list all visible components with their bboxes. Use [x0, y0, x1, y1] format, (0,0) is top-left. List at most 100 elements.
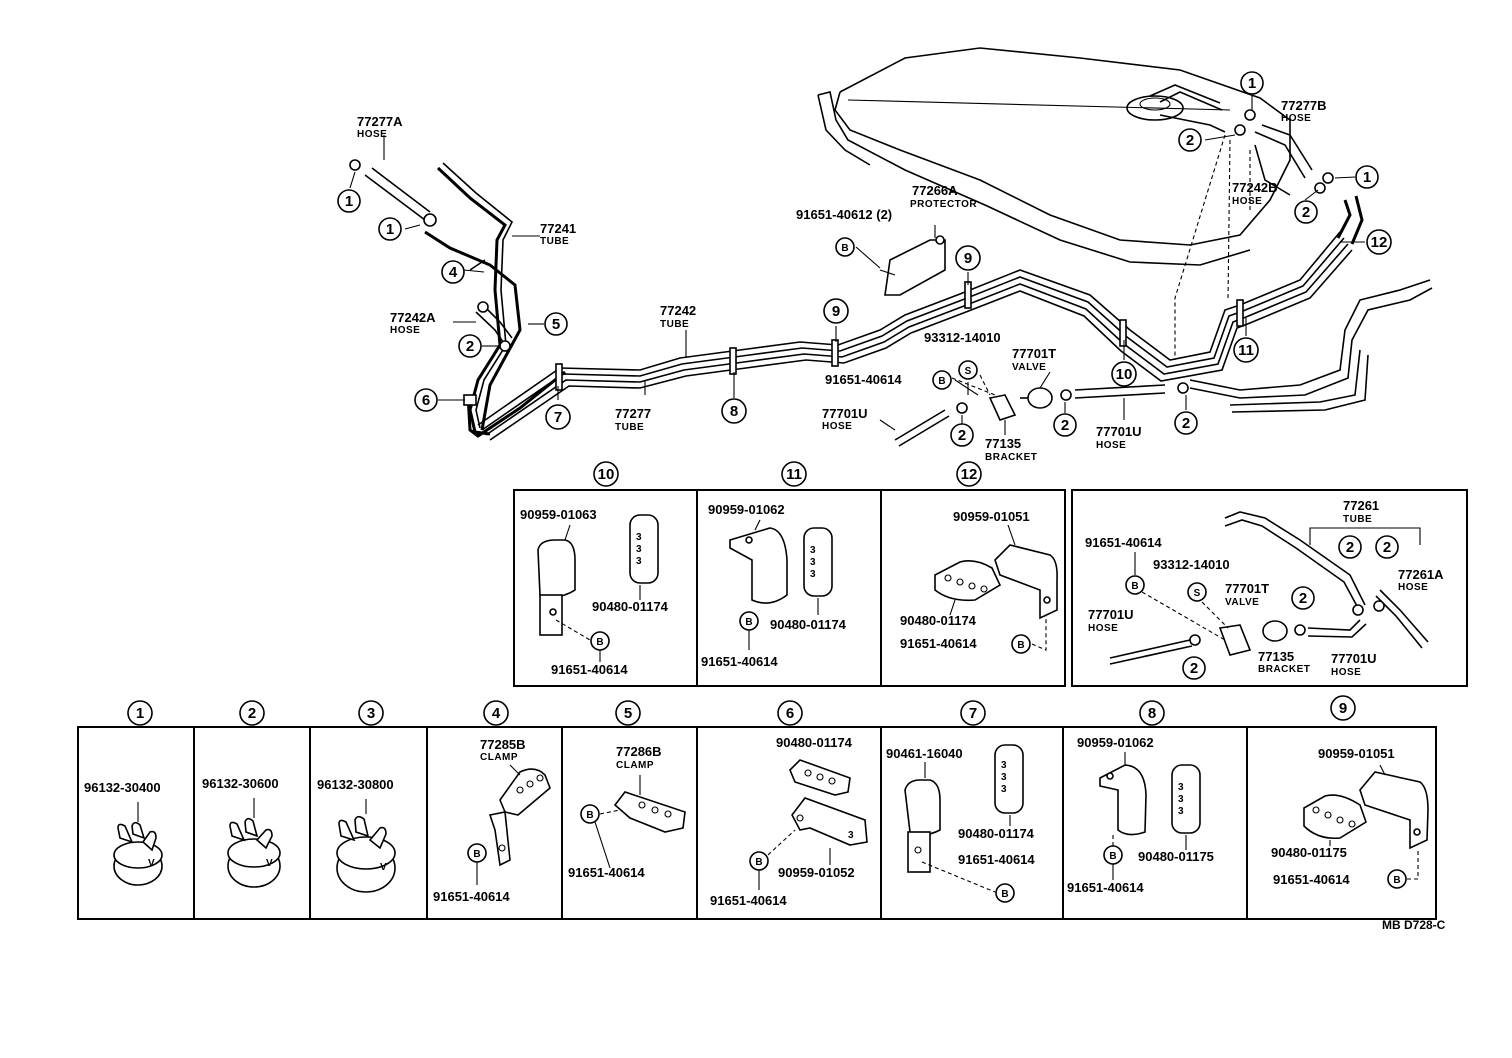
variant-valve-panel: 77261 TUBE 2 2 77261A HOSE 91651-40614 B… [1085, 498, 1444, 680]
svg-text:3: 3 [810, 557, 816, 568]
svg-text:3: 3 [636, 556, 642, 567]
label-bolt-top: 91651-40612 (2) [796, 207, 892, 222]
svg-text:91651-40614: 91651-40614 [1273, 872, 1350, 887]
callout-7: 7 [545, 404, 571, 430]
svg-text:1: 1 [136, 705, 144, 722]
svg-text:91651-40614: 91651-40614 [1085, 535, 1162, 550]
svg-text:90480-01174: 90480-01174 [592, 599, 669, 614]
svg-text:B: B [473, 849, 480, 860]
svg-text:B: B [586, 810, 593, 821]
svg-text:91651-40614: 91651-40614 [551, 662, 628, 677]
svg-text:HOSE: HOSE [1398, 582, 1428, 593]
label-77701t: 77701T [1012, 346, 1056, 361]
svg-text:CLAMP: CLAMP [480, 752, 518, 763]
detail-panel-4: 4 77285B CLAMP B 91651-40614 [433, 700, 551, 904]
detail-panel-11: 11 90959-01062 333 90480-01174 B 91651-4… [701, 461, 847, 669]
svg-text:3: 3 [636, 544, 642, 555]
svg-text:1: 1 [345, 193, 353, 210]
svg-text:9: 9 [964, 250, 972, 267]
label-77242-sub: TUBE [660, 319, 689, 330]
svg-text:77261: 77261 [1343, 498, 1379, 513]
callout-12: 12 [1366, 229, 1392, 255]
svg-text:2: 2 [1190, 660, 1198, 677]
svg-text:3: 3 [636, 532, 642, 543]
svg-text:91651-40614: 91651-40614 [433, 889, 510, 904]
callout-1-b: 1 [378, 217, 402, 241]
svg-text:96132-30600: 96132-30600 [202, 776, 279, 791]
label-77277-sub: TUBE [615, 422, 644, 433]
detail-panel-10: 10 90959-01063 333 90480-01174 B 91651-4… [520, 461, 669, 677]
svg-text:90959-01062: 90959-01062 [708, 502, 785, 517]
label-77135: 77135 [985, 436, 1021, 451]
svg-text:2: 2 [1302, 204, 1310, 221]
label-77277a: 77277A [357, 114, 403, 129]
svg-text:77285B: 77285B [480, 737, 526, 752]
svg-text:2: 2 [248, 705, 256, 722]
svg-text:3: 3 [1001, 784, 1007, 795]
fuel-tank [817, 47, 1291, 266]
callout-5: 5 [544, 312, 568, 336]
svg-text:77286B: 77286B [616, 744, 662, 759]
label-77701u-left: 77701U [822, 406, 868, 421]
label-77277b-sub: HOSE [1281, 113, 1311, 124]
label-77266a-sub: PROTECTOR [910, 199, 977, 210]
svg-text:S: S [965, 366, 972, 377]
svg-text:V: V [148, 858, 155, 869]
svg-text:B: B [745, 617, 752, 628]
svg-text:10: 10 [1116, 366, 1133, 383]
label-bolt-mid: 91651-40614 [825, 372, 902, 387]
svg-text:90480-01175: 90480-01175 [1271, 845, 1347, 860]
callout-10: 10 [1111, 361, 1137, 387]
label-77242a: 77242A [390, 310, 436, 325]
svg-text:91651-40614: 91651-40614 [1067, 880, 1144, 895]
svg-text:90959-01052: 90959-01052 [778, 865, 855, 880]
svg-text:HOSE: HOSE [1331, 667, 1361, 678]
callout-2-e: 2 [1178, 128, 1202, 152]
svg-text:7: 7 [969, 705, 977, 722]
svg-text:5: 5 [624, 705, 632, 722]
svg-text:90461-16040: 90461-16040 [886, 746, 963, 761]
svg-text:90480-01175: 90480-01175 [1138, 849, 1214, 864]
callout-2-f: 2 [1294, 200, 1318, 224]
svg-text:77135: 77135 [1258, 649, 1294, 664]
label-93312: 93312-14010 [924, 330, 1001, 345]
svg-text:3: 3 [1178, 782, 1184, 793]
label-77277a-sub: HOSE [357, 129, 387, 140]
callout-1-c: 1 [1240, 71, 1264, 95]
detail-panel-2: 2 96132-30600 V [202, 700, 281, 888]
lower-detail-row: 1 96132-30400 V 2 96132-30600 V 3 [77, 695, 1437, 920]
callout-2-a: 2 [458, 334, 482, 358]
detail-panel-9: 9 90959-01051 90480-01175 91651-40614 B [1271, 695, 1429, 889]
svg-text:77701U: 77701U [1331, 651, 1377, 666]
svg-text:11: 11 [1238, 342, 1254, 359]
bolt-marker-b-2: B [932, 370, 952, 390]
callout-2-b: 2 [950, 423, 974, 447]
svg-text:B: B [1017, 640, 1024, 651]
svg-text:90480-01174: 90480-01174 [776, 735, 853, 750]
callout-1-a: 1 [337, 189, 361, 213]
svg-text:8: 8 [1148, 705, 1156, 722]
svg-text:3: 3 [848, 830, 854, 841]
svg-text:2: 2 [1299, 590, 1307, 607]
callout-4: 4 [441, 260, 465, 284]
callout-6: 6 [414, 388, 438, 412]
svg-text:90480-01174: 90480-01174 [900, 613, 977, 628]
svg-text:3: 3 [367, 705, 375, 722]
svg-text:10: 10 [598, 466, 615, 483]
left-tube-bundle [349, 159, 566, 438]
svg-text:91651-40614: 91651-40614 [900, 636, 977, 651]
callout-9-b: 9 [955, 245, 981, 271]
svg-text:11: 11 [786, 466, 802, 483]
svg-text:VALVE: VALVE [1225, 597, 1259, 608]
svg-text:90959-01051: 90959-01051 [1318, 746, 1395, 761]
main-tube-run [463, 109, 1433, 447]
label-77241: 77241 [540, 221, 576, 236]
label-77277: 77277 [615, 406, 651, 421]
label-77277b: 77277B [1281, 98, 1327, 113]
svg-text:6: 6 [786, 705, 794, 722]
label-77135-sub: BRACKET [985, 452, 1037, 463]
svg-text:91651-40614: 91651-40614 [568, 865, 645, 880]
callout-9-a: 9 [823, 298, 849, 324]
leader-lines [349, 95, 1365, 435]
svg-text:90959-01062: 90959-01062 [1077, 735, 1154, 750]
